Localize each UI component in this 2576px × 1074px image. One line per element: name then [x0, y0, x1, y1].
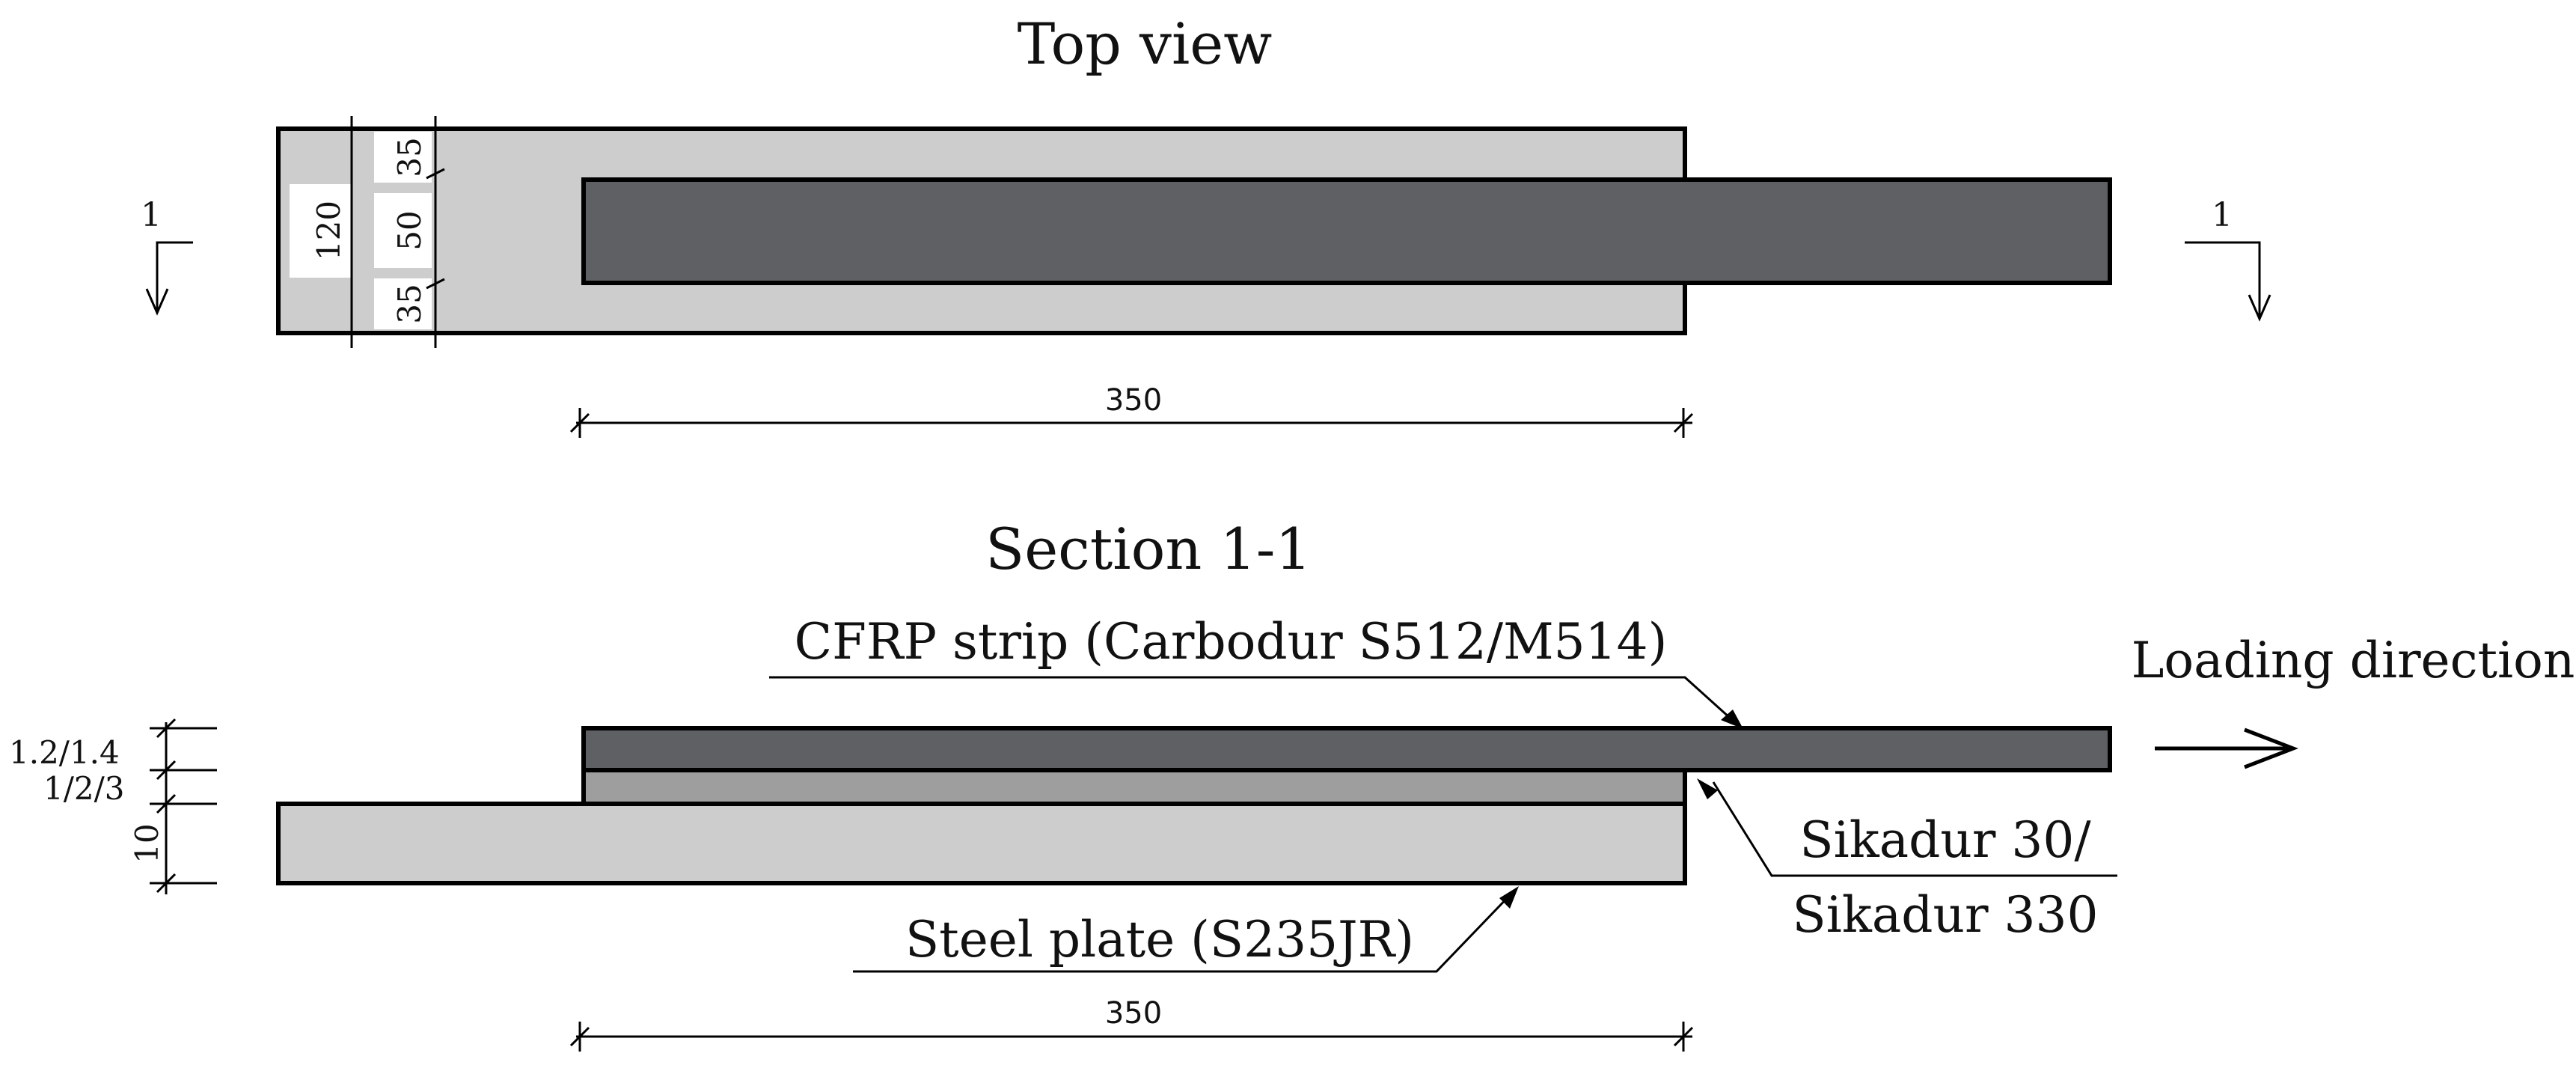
section-bond-length-dimension: 350: [569, 996, 1694, 1052]
section-mark-right: 1: [2185, 196, 2271, 322]
adhesive-leader-line: [1712, 781, 2117, 877]
top-view: Top view 120 35 50 35 1 1: [141, 10, 2271, 438]
top-dim-50-bg: [374, 193, 432, 268]
top-dim-strip-width: 50: [391, 210, 428, 250]
loading-direction-label: Loading direction: [2132, 632, 2575, 689]
section-thickness-dimensions: [150, 718, 217, 894]
top-dim-edge-bottom: 35: [391, 284, 428, 323]
top-dim-120-bg: [290, 184, 351, 278]
section-dim-bond-length: 350: [1105, 996, 1162, 1031]
adhesive-label-line2: Sikadur 330: [1793, 886, 2099, 944]
top-dim-total-width: 120: [310, 201, 347, 260]
section-steel-plate: [276, 802, 1687, 885]
steel-leader-line: [853, 891, 1514, 973]
loading-arrow-head: [2244, 727, 2298, 769]
section-cfrp-strip: [581, 726, 2112, 772]
section-adhesive-layer: [581, 768, 1687, 806]
top-dim-edge-top: 35: [391, 137, 428, 177]
dim-steel-thickness: 10: [129, 823, 165, 863]
top-tick-1: [426, 168, 445, 180]
section-mark-left-label: 1: [141, 196, 162, 234]
adhesive-leader-arrow: [1697, 778, 1718, 799]
top-cfrp-strip: [581, 177, 2112, 285]
section-mark-right-label: 1: [2212, 196, 2233, 234]
top-tick-2: [426, 278, 445, 290]
top-dim-bond-length: 350: [1105, 383, 1162, 418]
cfrp-leader-line: [769, 676, 1739, 726]
top-dim-35-bottom-bg: [374, 278, 432, 329]
section-view: Section 1-1 CFRP strip (Carbodur S512/M5…: [9, 516, 2575, 1052]
section-view-title: Section 1-1: [985, 516, 1312, 582]
steel-leader-arrow: [1499, 886, 1519, 909]
cfrp-strip-label: CFRP strip (Carbodur S512/M514): [795, 613, 1668, 671]
adhesive-label-line1: Sikadur 30/: [1799, 811, 2091, 869]
cfrp-leader-arrow: [1721, 710, 1743, 729]
top-bond-length-dimension: 350: [569, 383, 1694, 438]
dim-cfrp-thickness: 1.2/1.4: [9, 734, 120, 771]
top-view-title: Top view: [1018, 10, 1273, 77]
section-mark-left: 1: [141, 196, 193, 316]
top-dim-35-top-bg: [374, 132, 432, 183]
dim-adhesive-thickness: 1/2/3: [43, 770, 124, 807]
steel-plate-label: Steel plate (S235JR): [905, 911, 1414, 968]
